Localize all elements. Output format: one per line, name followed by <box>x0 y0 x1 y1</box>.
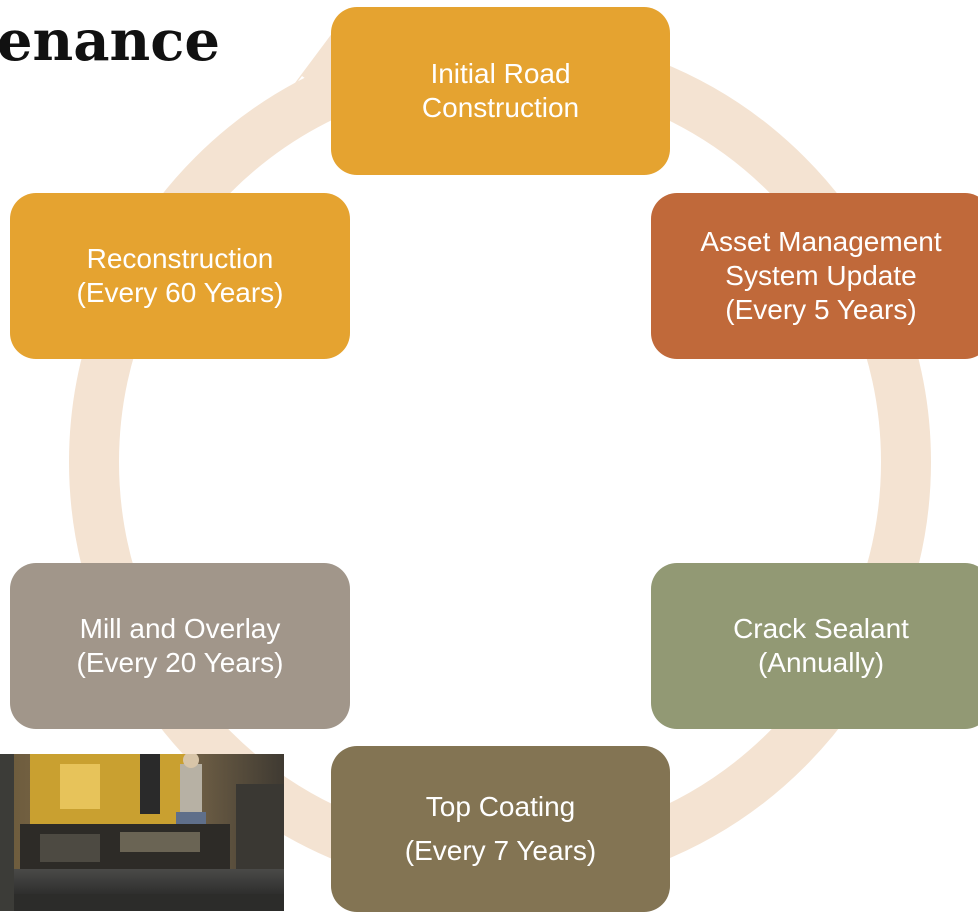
node-label-line: Mill and Overlay <box>79 613 281 644</box>
road-paving-photo-icon <box>0 754 284 911</box>
node-label-line: Crack Sealant <box>733 613 909 644</box>
node-label-line: (Every 5 Years) <box>725 294 917 325</box>
node-label-line: (Every 20 Years) <box>76 647 284 678</box>
page-title-text: enance <box>0 8 220 74</box>
node-label-line: Top Coating <box>425 791 576 822</box>
node-label-line: System Update <box>725 260 917 291</box>
node-label-line: Reconstruction <box>86 243 274 274</box>
node-label-line: (Every 60 Years) <box>76 277 284 308</box>
page-title: enance <box>0 8 230 88</box>
node-top-coating: Top Coating (Every 7 Years) <box>331 746 670 912</box>
node-label-line: (Every 7 Years) <box>404 835 597 866</box>
node-initial-road-construction: Initial Road Construction <box>331 7 670 175</box>
node-reconstruction: Reconstruction (Every 60 Years) <box>10 193 350 359</box>
node-label-line: Initial Road <box>430 58 571 89</box>
node-mill-and-overlay: Mill and Overlay (Every 20 Years) <box>10 563 350 729</box>
node-label-line: Construction <box>421 92 580 123</box>
cycle-arrow-head-icon <box>245 28 336 150</box>
node-label-line: (Annually) <box>757 647 885 678</box>
node-asset-management-update: Asset Management System Update (Every 5 … <box>651 193 978 359</box>
node-label-line: Asset Management <box>700 226 942 257</box>
road-paving-photo <box>0 754 284 911</box>
node-crack-sealant: Crack Sealant (Annually) <box>651 563 978 729</box>
